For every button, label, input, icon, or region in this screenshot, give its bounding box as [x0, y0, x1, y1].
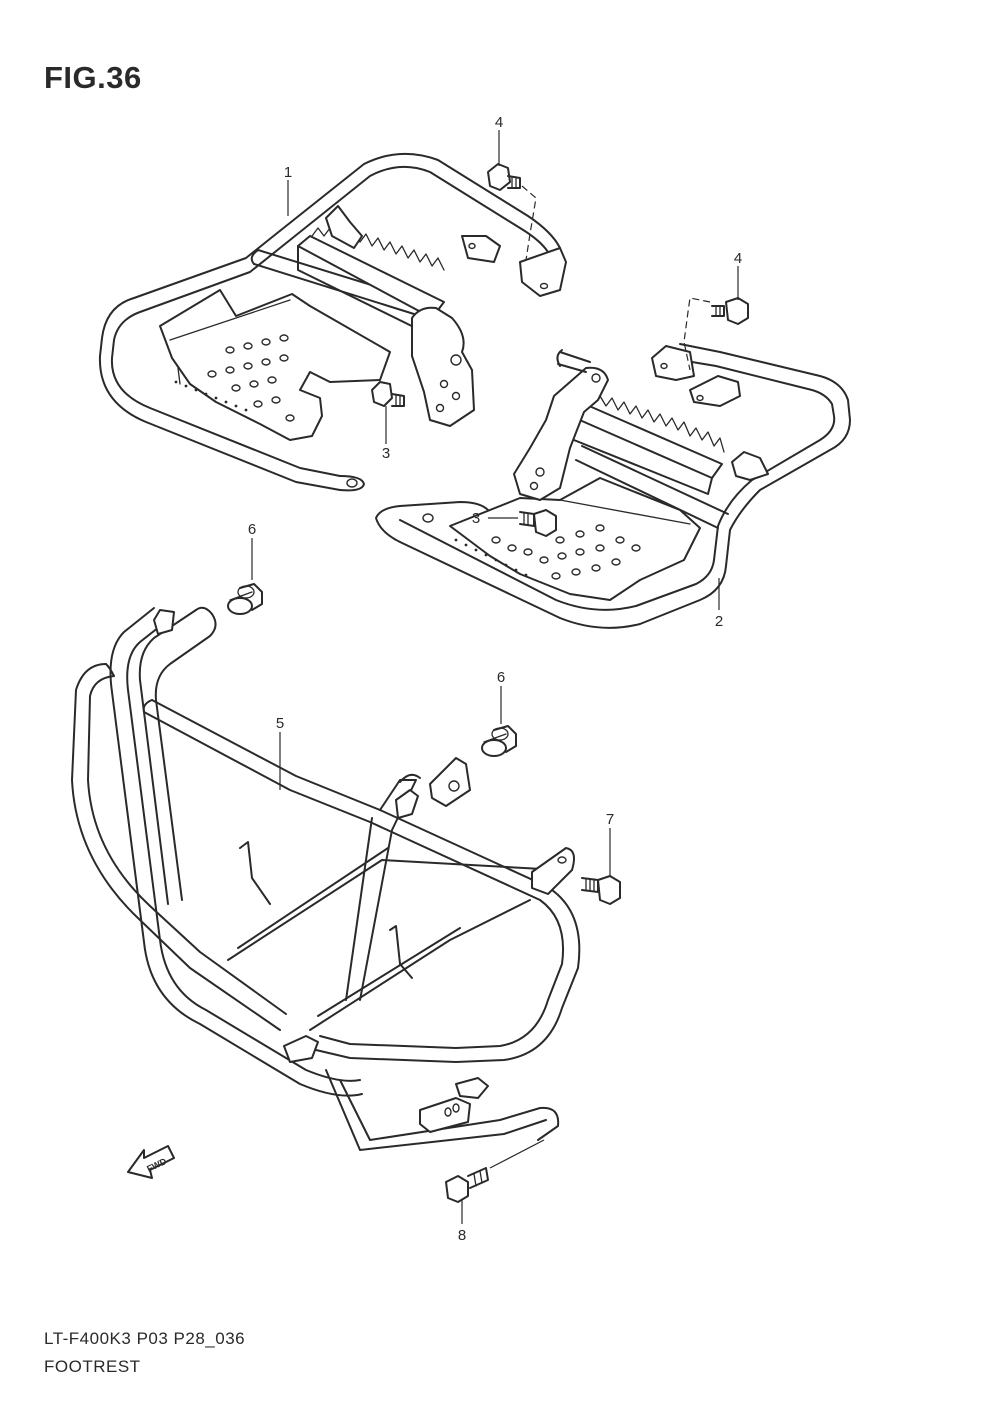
part-8-bolt[interactable] [445, 1167, 489, 1203]
bolt-path-dashed-right [683, 297, 711, 371]
bolt-path-dashed [521, 185, 537, 261]
model-code: LT-F400K3 P03 P28_036 [44, 1329, 246, 1348]
callout-1: 1 [284, 164, 292, 181]
right-plate-serration [454, 538, 528, 577]
callout-2: 2 [715, 613, 723, 630]
part-1-left-footrest[interactable] [98, 152, 567, 492]
part-6-grommet-upper[interactable] [227, 583, 263, 615]
callout-7: 7 [606, 811, 614, 828]
left-plate-serration [174, 380, 248, 412]
part-5-front-guard[interactable] [71, 606, 581, 1151]
part-4-bolt-lower[interactable] [711, 297, 749, 325]
callout-4-upper: 4 [495, 114, 503, 131]
fwd-direction-arrow: FWD [127, 1145, 175, 1179]
figure-title: FIG.36 [44, 60, 142, 95]
left-plate-hole-pattern [207, 334, 295, 422]
leader-lines [251, 130, 739, 1224]
right-plate-hole-pattern [491, 524, 641, 580]
part-6-grommet-lower[interactable] [481, 725, 517, 757]
callout-3-right: 3 [472, 510, 480, 527]
callout-4-lower: 4 [734, 250, 742, 267]
callout-3-left: 3 [382, 445, 390, 462]
section-name: FOOTREST [44, 1357, 141, 1376]
part-3-bolt-right[interactable] [519, 509, 557, 537]
part-2-right-footrest[interactable] [375, 343, 851, 629]
callout-6-upper: 6 [248, 521, 256, 538]
callout-8: 8 [458, 1227, 466, 1244]
part-7-bolt[interactable] [581, 875, 621, 905]
part-4-bolt-upper[interactable] [487, 163, 521, 191]
callout-6-lower: 6 [497, 669, 505, 686]
callout-5: 5 [276, 715, 284, 732]
part-3-bolt-left[interactable] [371, 381, 405, 407]
bolt-8-insert-line [489, 1139, 545, 1169]
